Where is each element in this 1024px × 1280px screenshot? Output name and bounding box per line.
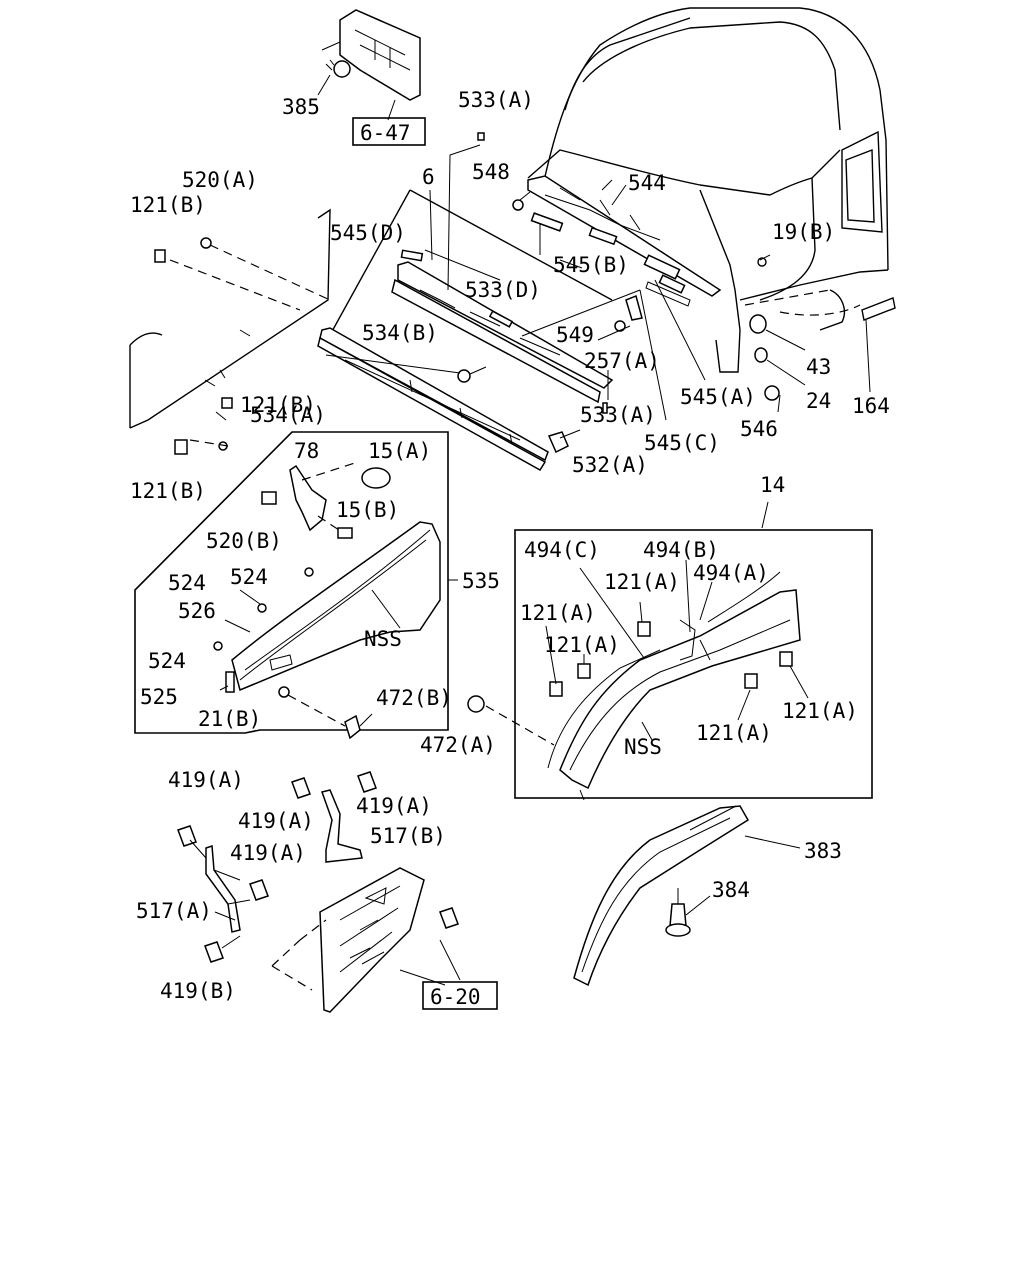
part-544-bracket <box>527 175 722 307</box>
label-419A-2: 419(A) <box>238 809 314 833</box>
label-419B: 419(B) <box>160 979 236 1003</box>
part-383-mudguard <box>573 805 801 987</box>
label-520B: 520(B) <box>206 529 282 553</box>
label-24: 24 <box>806 389 831 413</box>
label-548: 548 <box>472 160 510 184</box>
left-panel-group <box>129 208 331 455</box>
label-472A: 472(A) <box>420 733 496 757</box>
label-520A: 520(A) <box>182 168 258 192</box>
label-526: 526 <box>178 599 216 623</box>
label-14: 14 <box>760 473 785 497</box>
box-535 <box>134 431 458 740</box>
ref-box-6-20 <box>422 981 498 1010</box>
label-6: 6 <box>422 165 435 189</box>
label-494B: 494(B) <box>643 538 719 562</box>
callout-labels: 385 6-47 533(A) 548 544 6 520(A) 121(B) … <box>130 88 890 1010</box>
label-534B: 534(B) <box>362 321 438 345</box>
label-19B: 19(B) <box>772 220 835 244</box>
label-383: 383 <box>804 839 842 863</box>
label-121B-1: 121(B) <box>130 193 206 217</box>
label-6-20: 6-20 <box>430 985 481 1009</box>
label-472B: 472(B) <box>376 686 452 710</box>
step-assembly <box>177 771 461 1013</box>
label-532A: 532(A) <box>572 453 648 477</box>
part-385-bracket <box>317 9 421 121</box>
label-545B: 545(B) <box>553 253 629 277</box>
box-14 <box>467 501 873 801</box>
label-121A-3: 121(A) <box>544 633 620 657</box>
label-6-47: 6-47 <box>360 121 411 145</box>
label-494A: 494(A) <box>693 561 769 585</box>
fasteners-top <box>447 132 780 454</box>
label-419A-1: 419(A) <box>168 768 244 792</box>
label-533A-top: 533(A) <box>458 88 534 112</box>
label-534A: 534(A) <box>250 403 326 427</box>
label-419A-3: 419(A) <box>356 794 432 818</box>
label-524-1: 524 <box>230 565 268 589</box>
label-545C: 545(C) <box>644 431 720 455</box>
label-121A-2: 121(A) <box>520 601 596 625</box>
label-NSS-1: NSS <box>364 627 402 651</box>
label-544: 544 <box>628 171 666 195</box>
label-524-3: 524 <box>148 649 186 673</box>
label-121B-3: 121(B) <box>130 479 206 503</box>
label-15A: 15(A) <box>368 439 431 463</box>
label-385: 385 <box>282 95 320 119</box>
label-546: 546 <box>740 417 778 441</box>
label-549: 549 <box>556 323 594 347</box>
label-15B: 15(B) <box>336 498 399 522</box>
part-545d-garnish <box>317 189 614 472</box>
label-121A-4: 121(A) <box>782 699 858 723</box>
label-517A: 517(A) <box>136 899 212 923</box>
label-494C: 494(C) <box>524 538 600 562</box>
label-525: 525 <box>140 685 178 709</box>
label-517B: 517(B) <box>370 824 446 848</box>
label-257A: 257(A) <box>584 349 660 373</box>
cab-outline <box>527 7 896 393</box>
label-384: 384 <box>712 878 750 902</box>
leader-lines-top <box>215 179 781 421</box>
label-43: 43 <box>806 355 831 379</box>
label-78: 78 <box>294 439 319 463</box>
label-NSS-2: NSS <box>624 735 662 759</box>
label-545D: 545(D) <box>330 221 406 245</box>
label-419A-4: 419(A) <box>230 841 306 865</box>
label-545A: 545(A) <box>680 385 756 409</box>
label-524-2: 524 <box>168 571 206 595</box>
label-121B-2: 121(B) <box>240 393 316 417</box>
label-535: 535 <box>462 569 500 593</box>
label-533D: 533(D) <box>465 278 541 302</box>
label-121A-1: 121(A) <box>604 570 680 594</box>
label-164: 164 <box>852 394 890 418</box>
ref-box-6-47 <box>352 117 426 146</box>
label-533A-bot: 533(A) <box>580 403 656 427</box>
label-121A-5: 121(A) <box>696 721 772 745</box>
label-21B: 21(B) <box>198 707 261 731</box>
